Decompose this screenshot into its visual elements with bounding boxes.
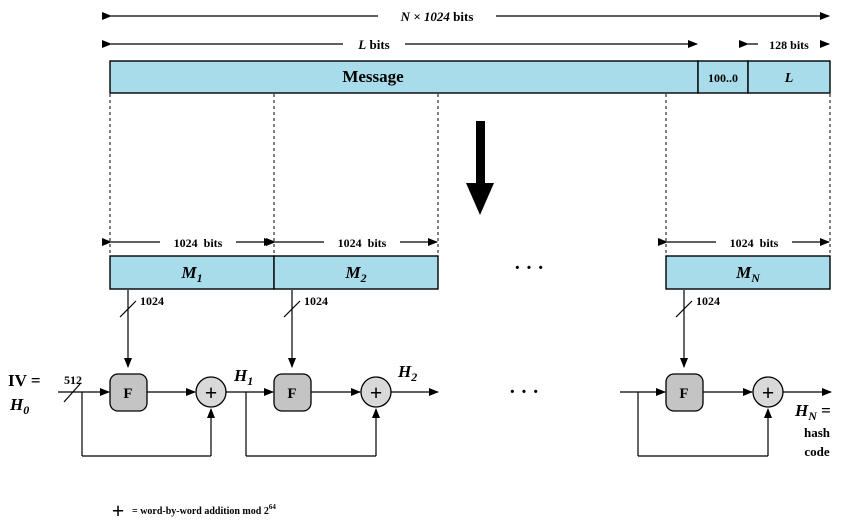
padded-message-bar: Message 100..0 L <box>109 60 831 94</box>
chain-ellipsis: · · · <box>509 381 539 403</box>
block1-input-bits: 1024 <box>140 294 164 308</box>
block2-size-dimension: 1024 bits <box>266 234 438 250</box>
svg-text:HN =: HN = <box>794 401 831 423</box>
svg-text:+: + <box>370 380 383 405</box>
svg-text:+: + <box>205 380 218 405</box>
message-block-1: M1 <box>109 255 275 290</box>
iv-label: IV = H0 512 <box>8 371 82 417</box>
blockN-input: 1024 <box>675 290 720 368</box>
message-segment <box>109 60 699 94</box>
block-division-lines <box>109 94 831 255</box>
stage-N: F + <box>620 373 832 457</box>
length-field-dimension: 128 bits <box>739 36 830 52</box>
iv-bits: 512 <box>64 373 82 387</box>
split-down-arrow <box>466 121 494 215</box>
svg-text:IV =: IV = <box>8 371 41 390</box>
block1-size-label: 1024 bits <box>174 236 223 250</box>
legend: + = word-by-word addition mod 264 <box>112 498 277 523</box>
svg-text:+: + <box>762 380 775 405</box>
block2-size-label: 1024 bits <box>338 236 387 250</box>
svg-text:F: F <box>123 386 132 402</box>
message-block-2: M2 <box>273 255 439 290</box>
svg-text:F: F <box>287 386 296 402</box>
message-label: Message <box>342 67 404 86</box>
block1-label: M1 <box>180 263 202 285</box>
block2-input: 1024 <box>283 290 328 368</box>
svg-text:F: F <box>679 386 688 402</box>
blockN-input-bits: 1024 <box>696 294 720 308</box>
message-block-N: MN <box>665 255 831 290</box>
length-segment <box>747 60 831 94</box>
message-length-label: L bits <box>357 37 389 52</box>
padding-label: 100..0 <box>708 71 738 85</box>
legend-text: = word-by-word addition mod 264 <box>132 503 276 517</box>
legend-plus-icon: + <box>112 498 125 523</box>
block-ellipsis: · · · <box>514 257 544 279</box>
total-length-label: N × 1024 bits <box>400 9 474 24</box>
length-label: L <box>784 71 794 86</box>
stage-1: F + H1 <box>58 366 274 457</box>
total-length-dimension: N × 1024 bits <box>102 8 830 24</box>
svg-text:H0: H0 <box>9 395 29 417</box>
svg-text:hash: hash <box>804 425 831 440</box>
h1-label: H1 <box>233 366 253 388</box>
block1-input: 1024 <box>119 290 164 368</box>
svg-text:code: code <box>804 444 830 459</box>
stage-2: F + H2 <box>245 362 439 457</box>
block1-size-dimension: 1024 bits <box>102 234 274 250</box>
blockN-size-label: 1024 bits <box>730 236 779 250</box>
hash-output-label: HN = hash code <box>794 401 831 459</box>
blockN-label: MN <box>735 263 761 285</box>
length-field-label: 128 bits <box>769 38 809 52</box>
h2-label: H2 <box>397 362 417 384</box>
block2-label: M2 <box>344 263 366 285</box>
message-length-dimension: L bits <box>102 36 698 52</box>
block2-input-bits: 1024 <box>304 294 328 308</box>
padding-segment <box>697 60 749 94</box>
blockN-size-dimension: 1024 bits <box>658 234 830 250</box>
